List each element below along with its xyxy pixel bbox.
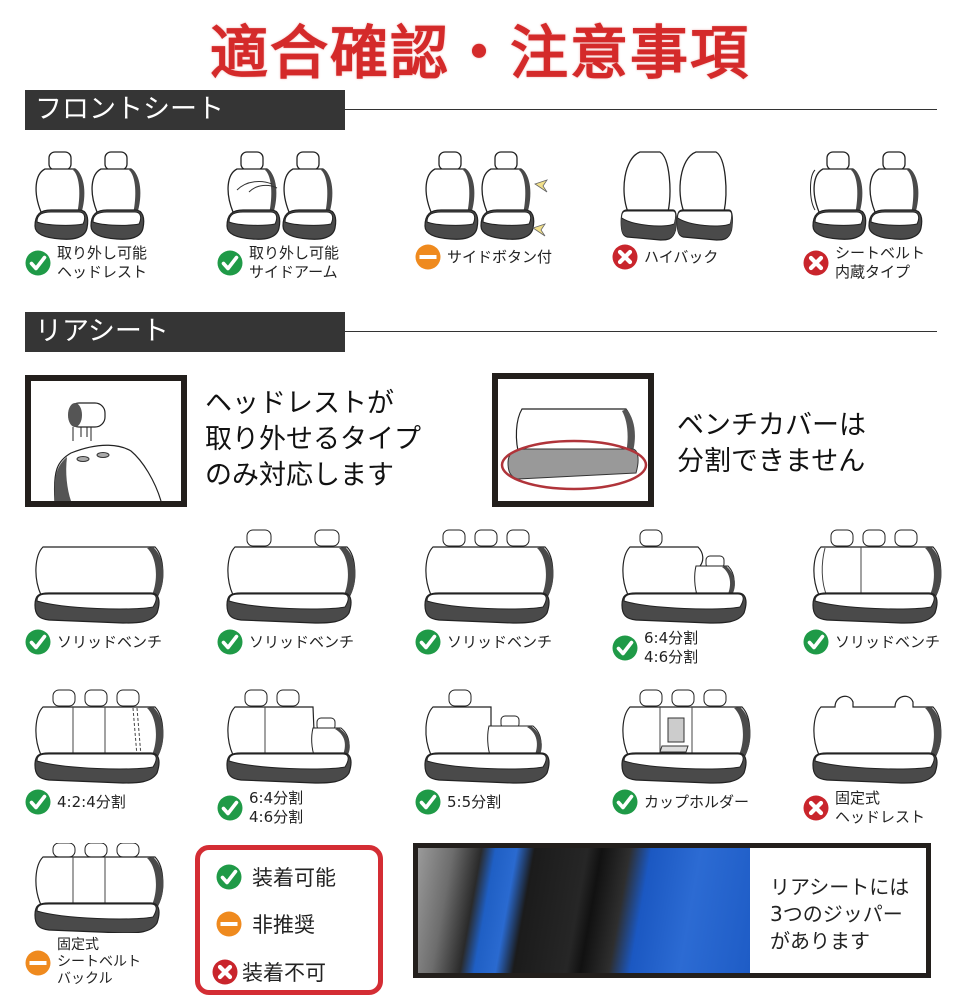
legend-warn: 非推奨: [216, 909, 315, 939]
check-icon: [25, 789, 51, 815]
check-icon: [216, 864, 242, 890]
legend-ng: 装着不可: [212, 957, 326, 987]
item-label: ソリッドベンチ: [249, 632, 355, 651]
section-title-rear: リアシート: [25, 312, 345, 352]
cross-icon: [803, 795, 829, 821]
minus-icon: [415, 244, 441, 270]
rear-seat-illustration: [621, 529, 747, 624]
check-icon: [415, 789, 441, 815]
page-title: 適合確認・注意事項: [209, 19, 750, 87]
bench-note-text: ベンチカバーは 分割できません: [677, 410, 866, 477]
item-label: カップホルダー: [644, 792, 750, 811]
rear-item-solid-bench-2-headrests: ソリッドベンチ: [217, 528, 397, 655]
front-seat-illustration: [620, 151, 734, 241]
rear-seat-illustration: [424, 689, 550, 784]
zipper-photo-panel: リアシートには 3つのジッパー があります: [413, 843, 931, 978]
rear-seat-illustration: [226, 529, 356, 624]
check-icon: [612, 789, 638, 815]
item-label: ハイバック: [644, 247, 719, 266]
item-label: 取り外し可能 サイドアーム: [249, 244, 340, 281]
divider: [345, 109, 937, 110]
rear-item-split-64: 6:4分割 4:6分割: [612, 528, 792, 667]
front-item-side-button: サイドボタン付: [415, 150, 595, 270]
cross-icon: [612, 244, 638, 270]
rear-item-split-424: 4:2:4分割: [25, 688, 205, 815]
check-icon: [415, 629, 441, 655]
rear-item-solid-bench: ソリッドベンチ: [25, 535, 205, 655]
item-label: 4:2:4分割: [57, 792, 126, 811]
check-icon: [25, 629, 51, 655]
check-icon: [217, 629, 243, 655]
rear-seat-illustration: [34, 689, 164, 784]
rear-item-cup-holder: カップホルダー: [612, 688, 792, 815]
item-label: ソリッドベンチ: [835, 632, 941, 651]
front-item-removable-armrest: 取り外し可能 サイドアーム: [217, 150, 397, 282]
rear-seat-illustration: [226, 689, 352, 784]
headrest-note-illustration: [25, 375, 187, 507]
front-seat-illustration: [34, 151, 145, 240]
bench-note-illustration: [492, 373, 654, 507]
rear-item-solid-bench-3-headrests: ソリッドベンチ: [415, 528, 595, 655]
check-icon: [612, 635, 638, 661]
item-label: 5:5分割: [447, 792, 502, 811]
rear-seat-illustration: [621, 689, 751, 784]
rear-seat-illustration: [812, 529, 942, 624]
divider: [345, 331, 937, 332]
rear-item-split-55: 5:5分割: [415, 688, 595, 815]
cross-icon: [803, 250, 829, 276]
front-item-removable-headrest: 取り外し可能 ヘッドレスト: [25, 150, 205, 282]
legend-label: 装着可能: [252, 866, 336, 890]
front-seat-illustration: [226, 151, 337, 240]
item-label: 固定式 シートベルト バックル: [57, 937, 141, 987]
item-label: 6:4分割 4:6分割: [644, 629, 699, 666]
rear-seat-illustration: [812, 695, 942, 784]
section-title-front: フロントシート: [25, 90, 345, 130]
section-rear-seat: リアシート: [25, 312, 937, 352]
item-label: ソリッドベンチ: [57, 632, 163, 651]
rear-item-fixed-headrest: 固定式 ヘッドレスト: [803, 688, 960, 827]
front-seat-illustration: [810, 151, 923, 240]
rear-item-fixed-seatbelt-buckle: 固定式 シートベルト バックル: [25, 843, 190, 988]
zipper-note-text: リアシートには 3つのジッパー があります: [770, 875, 910, 953]
rear-seat-illustration: [424, 529, 554, 624]
item-label: 固定式 ヘッドレスト: [835, 789, 926, 826]
check-icon: [25, 250, 51, 276]
check-icon: [217, 795, 243, 821]
check-icon: [217, 250, 243, 276]
rear-seat-zipper-photo: [418, 848, 750, 973]
legend-label: 装着不可: [242, 961, 326, 985]
cross-icon: [212, 959, 238, 985]
rear-item-split-64-b: 6:4分割 4:6分割: [217, 688, 397, 827]
status-legend: 装着可能 非推奨 装着不可: [195, 845, 383, 995]
front-seat-illustration: [424, 151, 548, 240]
item-label: サイドボタン付: [447, 247, 553, 266]
minus-icon: [216, 911, 242, 937]
front-item-high-back: ハイバック: [612, 150, 792, 270]
front-item-integrated-seatbelt: シートベルト 内蔵タイプ: [803, 150, 960, 282]
rear-item-solid-bench-seams: ソリッドベンチ: [803, 528, 960, 655]
minus-icon: [25, 950, 51, 976]
item-label: 取り外し可能 ヘッドレスト: [57, 244, 148, 281]
item-label: 6:4分割 4:6分割: [249, 789, 304, 826]
item-label: ソリッドベンチ: [447, 632, 553, 651]
headrest-note-text: ヘッドレストが 取り外せるタイプ のみ対応します: [205, 388, 421, 491]
section-front-seat: フロントシート: [25, 90, 937, 130]
item-label: シートベルト 内蔵タイプ: [835, 244, 926, 281]
legend-label: 非推奨: [252, 913, 315, 937]
rear-seat-illustration: [34, 843, 164, 933]
check-icon: [803, 629, 829, 655]
legend-ok: 装着可能: [216, 862, 336, 892]
rear-seat-illustration: [34, 546, 164, 624]
